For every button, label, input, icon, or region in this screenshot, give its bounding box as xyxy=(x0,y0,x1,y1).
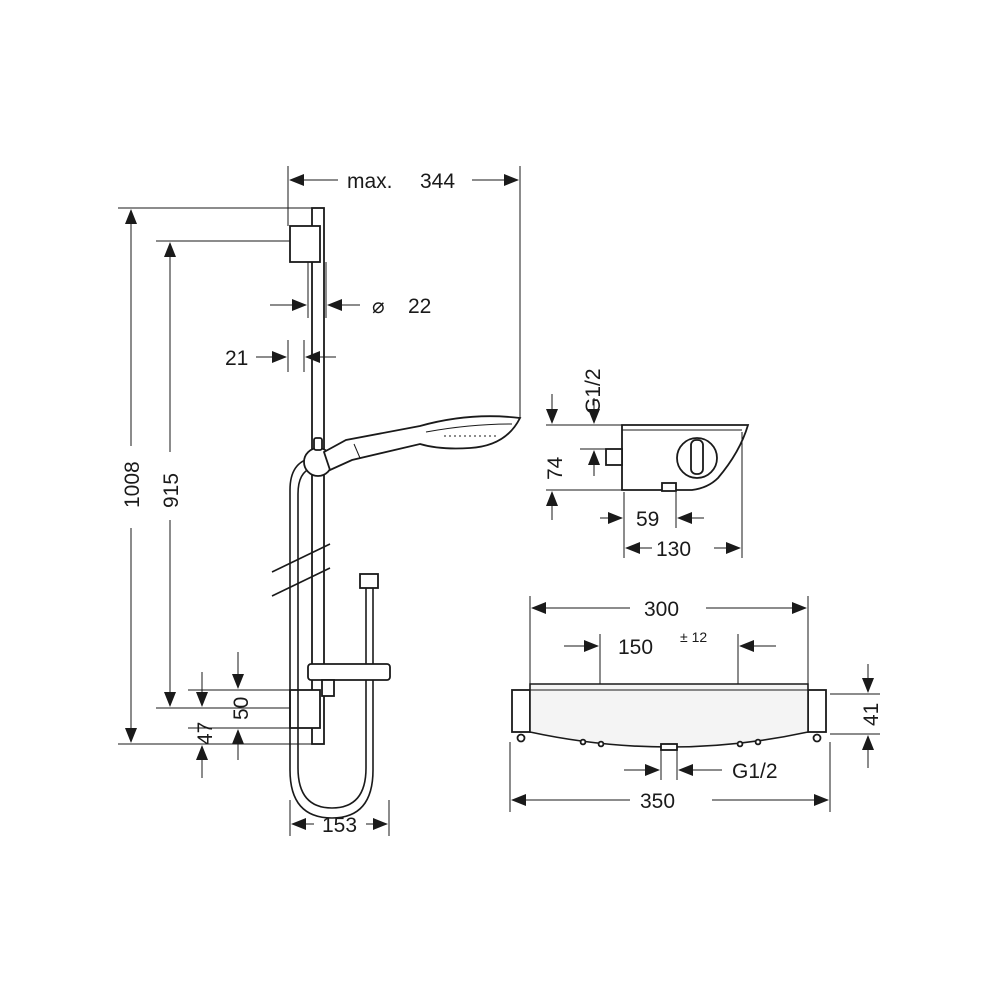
right-end-cap xyxy=(807,689,827,733)
dim-153-value: 153 xyxy=(322,814,357,837)
front-detail-2 xyxy=(597,740,605,748)
left-connection-nut xyxy=(516,733,526,743)
dim-47-value: 47 xyxy=(194,722,217,745)
thermostat-front-view xyxy=(511,683,827,751)
dimension-total-height: 1008 xyxy=(118,207,312,745)
dimension-side-59: 59 xyxy=(600,492,704,558)
dim-diameter-value: 22 xyxy=(408,295,431,318)
front-outlet xyxy=(660,743,678,751)
dimension-hose-width: 153 xyxy=(289,800,390,837)
side-outlet xyxy=(661,482,677,492)
dimension-max-reach: max. 344 xyxy=(287,166,521,418)
front-detail-3 xyxy=(736,740,744,748)
knob-grip xyxy=(690,439,704,475)
dimension-side-connection: G1/2 xyxy=(580,368,622,476)
thermostat-body-front xyxy=(529,683,809,748)
front-detail-1 xyxy=(579,738,587,746)
hand-shower xyxy=(322,415,522,472)
bottom-wall-bracket xyxy=(289,689,321,729)
dim-1008-value: 1008 xyxy=(121,461,144,508)
dim-max-value: 344 xyxy=(420,170,455,193)
shelf-holder xyxy=(321,679,335,697)
dim-150-value: 150 xyxy=(618,636,653,659)
break-mark-lower xyxy=(271,567,331,597)
dim-74-value: 74 xyxy=(544,456,567,480)
dim-915-value: 915 xyxy=(160,473,183,508)
thermostat-side-view xyxy=(605,424,750,492)
dimension-side-130: 130 xyxy=(625,432,743,561)
side-inlet-stub xyxy=(605,448,623,466)
dimension-front-150: 150 ± 12 xyxy=(564,629,776,684)
dimension-side-height: 74 xyxy=(544,394,622,520)
dim-side-g12: G1/2 xyxy=(582,368,605,414)
dim-59-value: 59 xyxy=(636,508,659,531)
dimension-front-350: 350 xyxy=(509,742,831,813)
dimension-bracket-distance: 915 xyxy=(156,240,290,709)
soap-shelf xyxy=(307,663,391,681)
top-wall-bracket xyxy=(289,225,321,263)
diameter-symbol: ⌀ xyxy=(372,295,385,318)
dimension-front-g12: G1/2 xyxy=(624,750,778,783)
dimension-front-41: 41 xyxy=(830,664,883,768)
slider-knob xyxy=(313,437,323,451)
break-mark-upper xyxy=(271,543,331,573)
front-detail-4 xyxy=(754,738,762,746)
dim-130-value: 130 xyxy=(656,538,691,561)
hose-connector xyxy=(359,573,379,589)
dim-max-label: max. xyxy=(347,170,393,193)
dim-350-value: 350 xyxy=(640,790,675,813)
dim-150-tolerance: ± 12 xyxy=(680,629,707,645)
dim-41-value: 41 xyxy=(860,703,883,726)
shower-rail-set xyxy=(271,207,522,819)
dim-50-value: 50 xyxy=(230,697,253,720)
dim-front-g12: G1/2 xyxy=(732,760,778,783)
dimension-rail-depth: 21 xyxy=(225,340,336,372)
dimension-lower-offsets: 50 47 xyxy=(188,652,290,778)
shower-hose xyxy=(289,457,374,819)
dim-21-value: 21 xyxy=(225,347,248,370)
dim-300-value: 300 xyxy=(644,598,679,621)
dimension-rail-diameter: ⌀ 22 xyxy=(270,262,431,318)
dimension-front-300: 300 xyxy=(529,596,809,684)
right-connection-nut xyxy=(812,733,822,743)
left-end-cap xyxy=(511,689,531,733)
